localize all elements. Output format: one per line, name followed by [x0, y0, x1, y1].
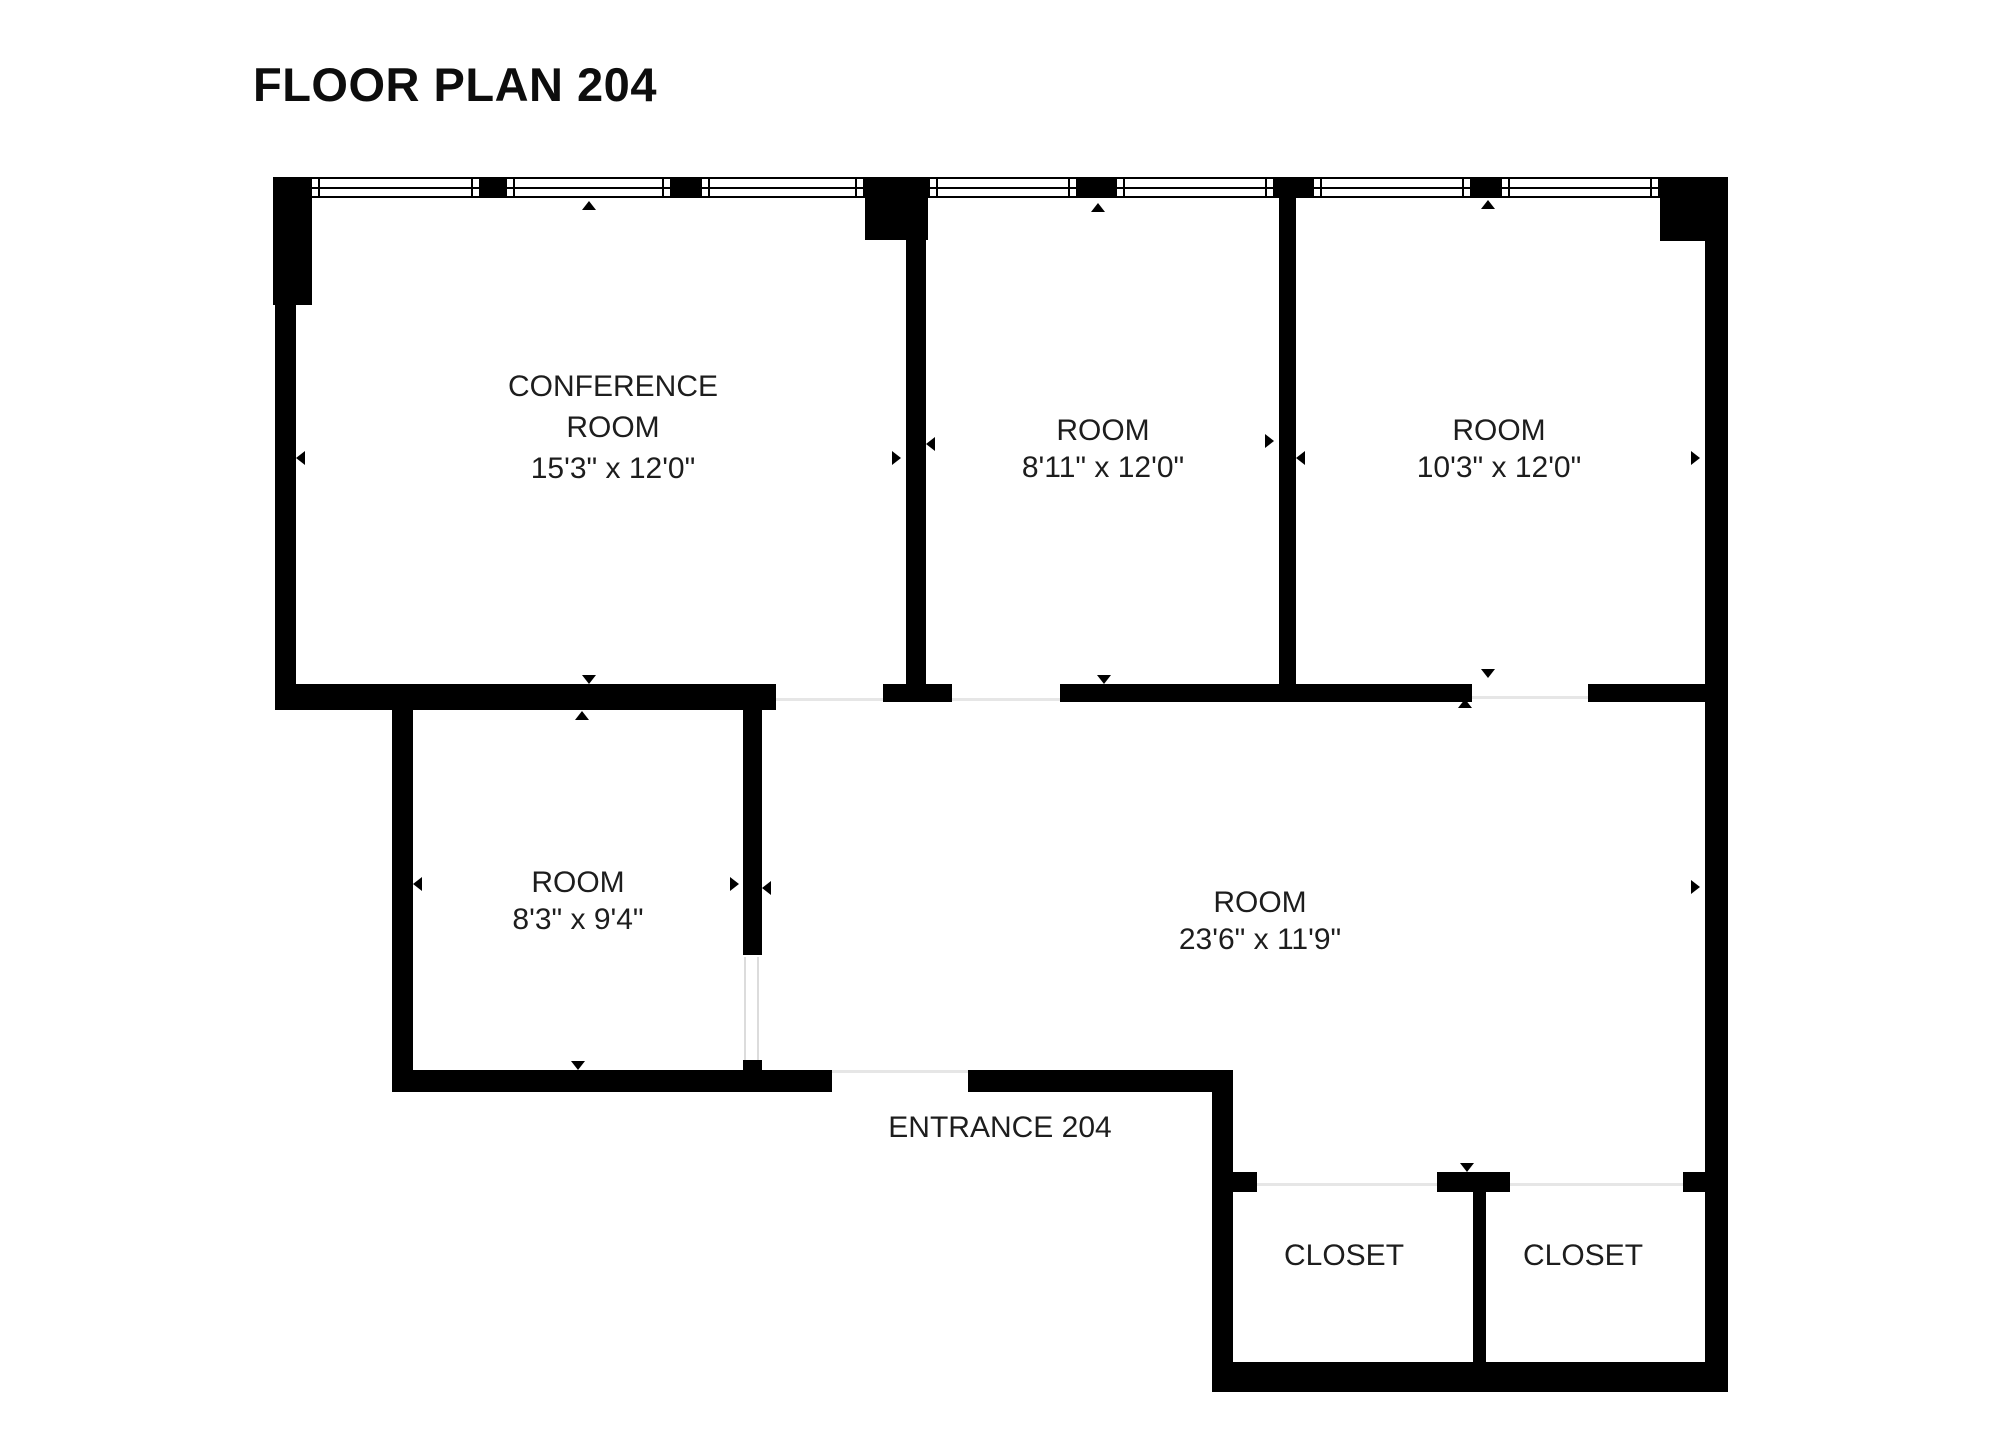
room-dimensions: 23'6" x 11'9" — [1178, 923, 1342, 956]
entrance-opening — [832, 1070, 968, 1073]
room-dimensions: 15'3" x 12'0" — [530, 452, 696, 485]
arrow-left-icon — [1296, 451, 1305, 465]
room-label-bottom-left: ROOM 8'3" x 9'4" — [428, 864, 728, 938]
room-name: CLOSET — [1283, 1239, 1405, 1272]
room-dimensions: 10'3" x 12'0" — [1416, 451, 1582, 484]
arrow-right-icon — [1691, 451, 1700, 465]
arrow-down-icon — [1097, 675, 1111, 684]
arrow-up-icon — [575, 711, 589, 720]
arrow-up-icon — [1458, 699, 1472, 708]
room-label-top-right: ROOM 10'3" x 12'0" — [1349, 412, 1649, 486]
arrow-right-icon — [1691, 880, 1700, 894]
door-jamb — [744, 957, 746, 1060]
closet-opening — [1257, 1183, 1437, 1186]
room-dimensions: 8'3" x 9'4" — [512, 903, 644, 936]
wall-window-pier — [672, 177, 700, 198]
room-name: ROOM — [1056, 414, 1150, 447]
arrow-down-icon — [1481, 669, 1495, 678]
window-icon — [1312, 177, 1472, 198]
room-dimensions: 8'11" x 12'0" — [1021, 451, 1185, 484]
wall-window-pier — [1472, 177, 1500, 198]
room-name: ROOM — [566, 411, 660, 444]
wall-divider-middle-right — [1279, 198, 1296, 702]
room-name: ROOM — [1452, 414, 1546, 447]
arrow-left-icon — [296, 451, 305, 465]
wall-exterior-bottom — [1212, 1362, 1728, 1392]
wall-segment — [1060, 684, 1472, 702]
door-jamb — [757, 957, 759, 1060]
wall-conference-bottom — [275, 684, 776, 710]
door-opening — [1472, 696, 1588, 699]
wall-closet-header — [1437, 1172, 1510, 1192]
arrow-down-icon — [571, 1061, 585, 1070]
arrow-right-icon — [730, 877, 739, 891]
entrance-label: ENTRANCE 204 — [850, 1112, 1150, 1144]
wall-closet-left — [1212, 1070, 1233, 1392]
wall-closet-divider — [1473, 1192, 1486, 1364]
page-title: FLOOR PLAN 204 — [253, 58, 657, 111]
wall-closet-stub-right — [1683, 1172, 1708, 1192]
wall-exterior-left — [275, 177, 296, 710]
wall-window-pier — [1078, 177, 1115, 198]
arrow-up-icon — [582, 201, 596, 210]
arrow-left-icon — [413, 877, 422, 891]
arrow-down-icon — [582, 675, 596, 684]
room-label-top-middle: ROOM 8'11" x 12'0" — [953, 412, 1253, 486]
wall-main-bottom — [968, 1070, 1233, 1092]
arrow-right-icon — [892, 451, 901, 465]
arrow-down-icon — [1460, 1163, 1474, 1172]
entrance-text: ENTRANCE 204 — [888, 1111, 1112, 1144]
wall-room-small-bottom — [392, 1070, 832, 1092]
window-icon — [310, 177, 481, 198]
room-label-closet-left: CLOSET — [1244, 1240, 1444, 1272]
wall-window-pier — [1275, 177, 1312, 198]
window-icon — [700, 177, 865, 198]
wall-exterior-right — [1705, 198, 1728, 1392]
window-icon — [1115, 177, 1275, 198]
arrow-up-icon — [1091, 203, 1105, 212]
wall-segment — [1588, 684, 1728, 702]
window-icon — [1500, 177, 1660, 198]
door-opening — [776, 698, 883, 701]
door-opening — [952, 698, 1060, 701]
arrow-left-icon — [926, 437, 935, 451]
wall-segment — [883, 684, 952, 702]
wall-window-pier — [481, 177, 505, 198]
arrow-right-icon — [1265, 434, 1274, 448]
room-name: CLOSET — [1522, 1239, 1644, 1272]
room-name: CONFERENCE — [507, 370, 718, 403]
window-icon — [928, 177, 1078, 198]
closet-opening — [1510, 1183, 1683, 1186]
window-icon — [505, 177, 672, 198]
room-name: ROOM — [1213, 886, 1307, 919]
wall-divider-conference-middle — [906, 198, 926, 702]
room-name: ROOM — [531, 866, 625, 899]
room-label-main: ROOM 23'6" x 11'9" — [1110, 884, 1410, 958]
arrow-left-icon — [762, 881, 771, 895]
wall-room-small-left — [392, 702, 413, 1092]
wall-closet-stub-left — [1233, 1172, 1257, 1192]
wall-room-small-right — [743, 702, 762, 955]
room-label-closet-right: CLOSET — [1483, 1240, 1683, 1272]
wall-room-small-right-cap — [743, 1060, 762, 1072]
arrow-up-icon — [1481, 200, 1495, 209]
room-label-conference: CONFERENCE ROOM 15'3" x 12'0" — [463, 366, 763, 489]
